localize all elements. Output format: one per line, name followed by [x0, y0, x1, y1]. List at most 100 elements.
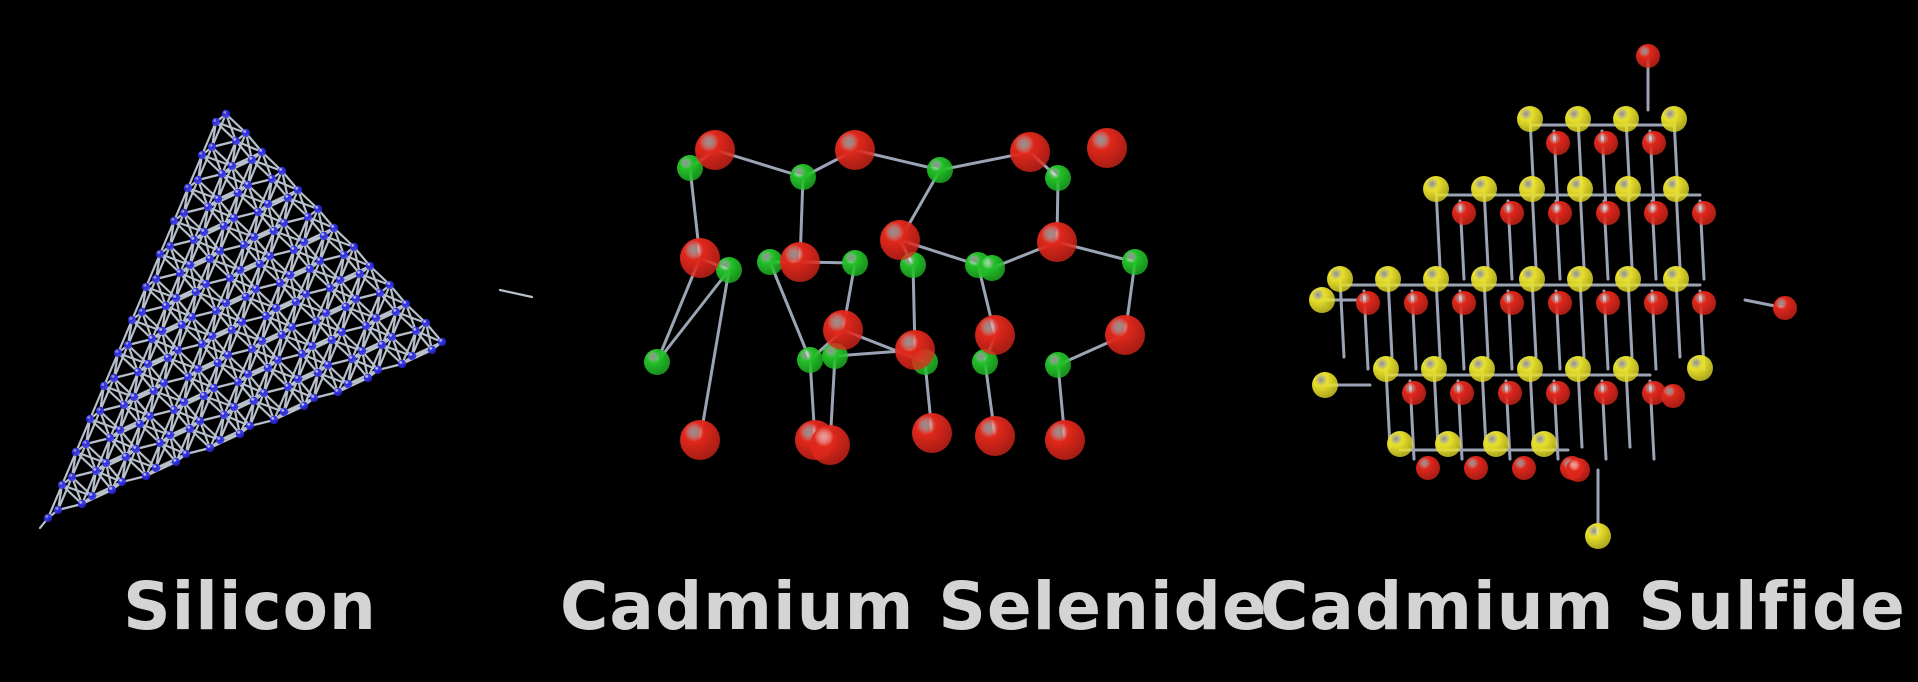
si-bond — [354, 297, 378, 320]
si-bond — [168, 211, 186, 248]
cds-bond — [1626, 187, 1634, 269]
selenium-atom — [979, 255, 1005, 281]
si-bond — [224, 301, 234, 332]
cadmium-atom — [1464, 456, 1488, 480]
silicon-atom — [257, 336, 267, 346]
silicon-atom — [311, 316, 321, 326]
silicon-atom — [321, 308, 331, 318]
cadmium-atom — [912, 413, 952, 453]
sulfur-atom — [1517, 106, 1543, 132]
silicon-atom — [341, 302, 351, 312]
si-bond — [172, 186, 190, 223]
si-bond — [208, 257, 232, 280]
si-bond — [88, 417, 112, 440]
silicon-atom — [357, 346, 367, 356]
silicon-atom — [237, 317, 247, 327]
silicon-atom — [189, 235, 199, 245]
si-bond — [260, 306, 278, 343]
sulfur-atom — [1661, 106, 1687, 132]
cadmium-atom — [1594, 131, 1618, 155]
si-bond — [268, 254, 292, 277]
si-bond — [246, 150, 264, 187]
silicon-lattice-image — [38, 109, 534, 530]
si-bond — [286, 196, 310, 219]
si-bond — [340, 330, 364, 353]
silicon-atom — [385, 280, 395, 290]
silicon-atom — [271, 303, 281, 313]
silicon-atom — [319, 231, 329, 241]
si-bond — [304, 292, 328, 315]
silicon-atom — [411, 326, 421, 336]
silicon-atom — [373, 365, 383, 375]
si-bond — [226, 320, 244, 357]
si-bond — [246, 183, 260, 214]
si-bond — [288, 240, 306, 277]
si-bond — [296, 377, 306, 408]
si-bond — [216, 164, 234, 201]
sulfur-atom — [1565, 106, 1591, 132]
si-bond — [154, 452, 188, 470]
si-bond — [88, 384, 106, 421]
si-bond — [354, 264, 372, 301]
selenium-atom — [1045, 165, 1071, 191]
si-bond — [262, 358, 280, 395]
si-bond — [368, 264, 392, 287]
si-bond — [84, 442, 98, 473]
si-bond — [188, 230, 206, 267]
silicon-atom — [333, 387, 343, 397]
si-bond — [264, 281, 282, 318]
si-bond — [140, 310, 154, 341]
cdse-bond — [655, 268, 731, 364]
cadmium-atom — [1661, 384, 1685, 408]
silicon-atom — [283, 193, 293, 203]
sulfur-atom — [1517, 356, 1543, 382]
si-bond — [200, 120, 218, 157]
silicon-atom — [165, 430, 175, 440]
silicon-atom — [203, 202, 213, 212]
silicon-atom — [349, 242, 359, 252]
silicon-atom — [233, 377, 243, 387]
si-bond — [130, 285, 148, 322]
sulfur-atom — [1421, 356, 1447, 382]
silicon-atom — [201, 279, 211, 289]
si-bond — [282, 221, 306, 244]
si-bond — [176, 348, 190, 379]
si-bond — [282, 188, 300, 225]
si-bond — [160, 315, 194, 333]
si-bond — [294, 300, 318, 323]
si-bond — [196, 178, 220, 201]
cds-bond — [1528, 367, 1536, 449]
si-bond — [208, 413, 226, 450]
si-bond — [138, 422, 162, 445]
silicon-atom — [235, 429, 245, 439]
si-bond — [168, 244, 182, 275]
si-bond — [126, 310, 144, 347]
si-bond — [204, 282, 228, 305]
silicon-atom — [133, 367, 143, 377]
cadmium-atom — [823, 310, 863, 350]
si-bond — [332, 226, 356, 249]
silicon-atom — [205, 254, 215, 264]
si-bond — [102, 351, 120, 388]
si-bond — [404, 302, 428, 325]
si-bond — [84, 442, 108, 465]
si-bond — [210, 145, 234, 168]
sulfur-atom — [1435, 431, 1461, 457]
cds-bond — [1338, 277, 1346, 359]
si-bond — [290, 292, 308, 329]
silicon-atom — [105, 433, 115, 443]
silicon-atom — [155, 438, 165, 448]
si-bond — [146, 348, 180, 366]
cadmium-atom — [1500, 291, 1524, 315]
cds-bond — [1576, 367, 1584, 449]
selenium-atom — [790, 164, 816, 190]
selenium-atom — [927, 157, 953, 183]
si-bond — [364, 291, 382, 328]
si-bond — [390, 335, 404, 366]
si-bond — [252, 399, 276, 422]
si-bond — [282, 221, 296, 252]
si-bond — [212, 353, 230, 390]
silicon-atom — [99, 381, 109, 391]
cadmium-atom — [1402, 381, 1426, 405]
si-bond — [266, 188, 300, 206]
